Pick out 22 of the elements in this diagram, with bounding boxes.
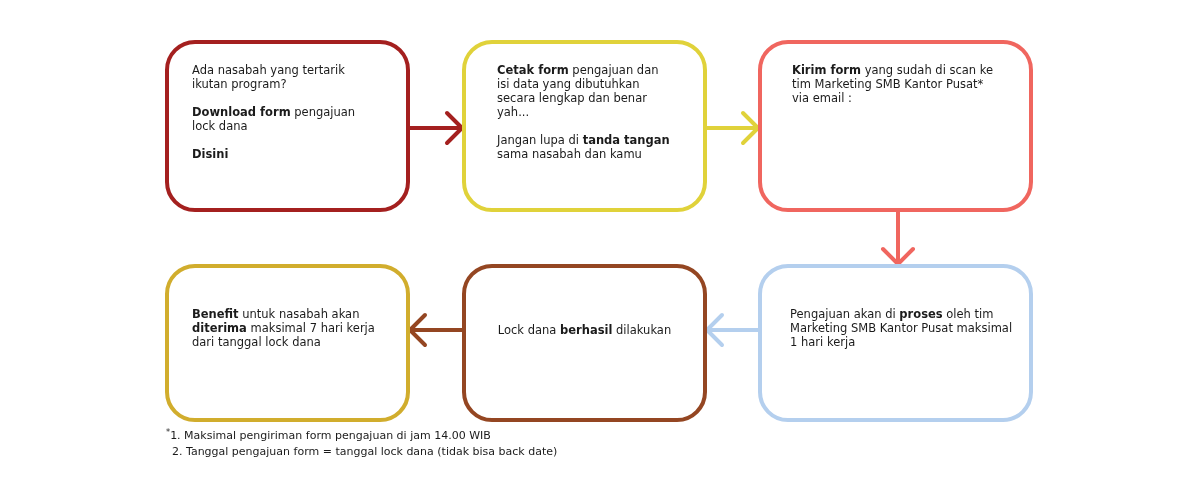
step-text: Disini bbox=[192, 147, 229, 161]
arrow bbox=[881, 210, 915, 266]
process-box bbox=[165, 264, 410, 422]
footnote: $^{*}$1. Maksimal pengiriman form pengajuan di jam 14.00 WIB bbox=[166, 429, 491, 443]
step-text: Lock dana berhasil dilakukan bbox=[497, 323, 672, 337]
process-box bbox=[165, 40, 410, 212]
step-text: Pengajuan akan di proses oleh tim Marketing SMB Kantor Pusat maksimal 1 hari kerja bbox=[790, 307, 1014, 349]
step-text: Jangan lupa di tanda tangan sama nasabah dan kamu bbox=[497, 133, 671, 161]
step-text: Cetak form pengajuan dan isi data yang dibutuhkan secara lengkap dan benar yah... bbox=[497, 63, 660, 119]
arrow bbox=[408, 313, 464, 347]
process-box bbox=[758, 264, 1033, 422]
arrow bbox=[705, 313, 760, 347]
process-box bbox=[462, 40, 707, 212]
step-text: Kirim form yang sudah di scan ke tim Marketing SMB Kantor Pusat* via email : bbox=[792, 63, 995, 105]
arrow bbox=[408, 111, 464, 145]
arrow bbox=[705, 111, 760, 145]
process-box bbox=[758, 40, 1033, 212]
step-text: Download form pengajuan lock dana bbox=[192, 105, 357, 133]
step-text: Ada nasabah yang tertarik ikutan program? bbox=[192, 63, 346, 91]
step-text: Benefit untuk nasabah akan diterima maksimal 7 hari kerja dari tanggal lock dana bbox=[192, 307, 376, 349]
footnote: 2. Tanggal pengajuan form = tanggal lock dana (tidak bisa back date) bbox=[172, 445, 558, 459]
process-box bbox=[462, 264, 707, 422]
